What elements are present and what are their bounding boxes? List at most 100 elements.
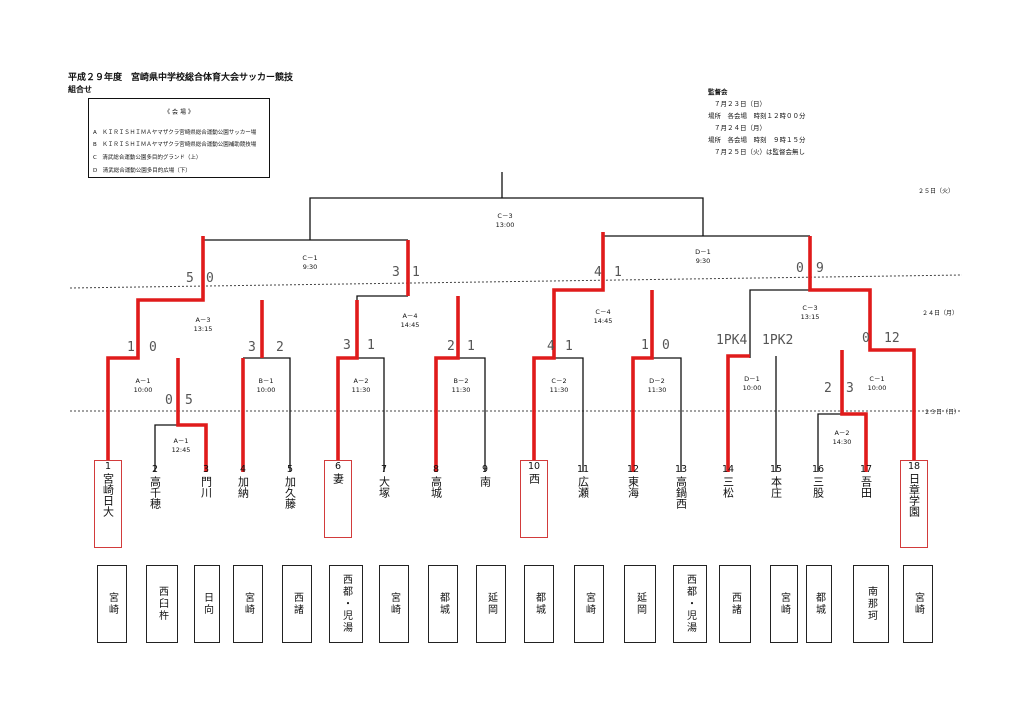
region-name: 西諸: [729, 592, 741, 616]
score-label: 1: [467, 339, 475, 354]
match-qf4: C－3 13:15: [790, 304, 830, 322]
match-time: 10:00: [133, 386, 153, 394]
meeting-line: ７月２５日（火）は監督会無し: [714, 148, 805, 156]
region-box: 宮崎: [233, 565, 263, 643]
region-box: 西臼杵: [146, 565, 178, 643]
match-code: B－2: [453, 377, 469, 385]
match-code: A－2: [353, 377, 369, 385]
match-code: C－3: [497, 212, 513, 220]
match-code: A－1: [173, 437, 189, 445]
region-name: 宮崎: [912, 592, 924, 616]
score-label: 3: [343, 338, 351, 353]
match-r2: B－1 10:00: [246, 377, 286, 395]
region-name: 宮崎: [388, 592, 400, 616]
day-label-23: ２３日（日）: [924, 409, 961, 416]
match-r8: C－1 10:00: [857, 375, 897, 393]
match-time: 11:30: [647, 386, 667, 394]
match-time: 10:00: [256, 386, 276, 394]
match-code: A－2: [834, 429, 850, 437]
bracket-black: [154, 172, 842, 472]
winner-path: [406, 240, 460, 472]
r8b-bracket: [817, 413, 842, 472]
team-number: 18: [907, 461, 921, 472]
team-number: 15: [769, 464, 783, 475]
region-name: 宮崎: [778, 592, 790, 616]
team-number: 2: [151, 464, 159, 475]
winner-path: [840, 350, 868, 472]
team-name: 日章学園: [907, 473, 921, 517]
match-code: C－4: [595, 308, 611, 316]
meeting-line: 場所 各会場 時刻１２時００分: [708, 112, 806, 120]
region-name: 南那珂: [865, 586, 877, 622]
winner-path: [726, 236, 916, 472]
score-label: 1: [565, 339, 573, 354]
region-box: 宮崎: [97, 565, 127, 643]
score-label: 1: [367, 338, 375, 353]
match-code: D－1: [744, 375, 760, 383]
match-time: 14:30: [832, 438, 852, 446]
region-box: 宮崎: [574, 565, 604, 643]
score-label: 0: [862, 331, 870, 346]
match-time: 10:00: [867, 384, 887, 392]
region-box: 都城: [806, 565, 832, 643]
winner-path: [532, 236, 605, 460]
score-label: 5: [186, 271, 194, 286]
score-label: 2: [276, 340, 284, 355]
team-number: 14: [721, 464, 735, 475]
venue-legend: 《 会 場 》 A ＫＩＲＩＳＨＩＭＡヤマザクラ宮崎県総合運動公園サッカー場 B…: [88, 98, 270, 178]
page-subtitle: 組合せ: [68, 85, 92, 94]
match-time: 14:45: [400, 321, 420, 329]
r2-bracket: [243, 357, 291, 472]
team-number: 9: [481, 464, 489, 475]
score-label: 1: [614, 265, 622, 280]
region-name: 都城: [533, 592, 545, 616]
team-name: 高鍋西: [674, 476, 688, 509]
match-r4: B－2 11:30: [441, 377, 481, 395]
winner-path: [336, 300, 359, 460]
match-time: 11:30: [451, 386, 471, 394]
region-box: 宮崎: [379, 565, 409, 643]
score-label: 4: [594, 265, 602, 280]
match-code: D－1: [695, 248, 711, 256]
team-name: 門川: [199, 476, 213, 498]
winner-path: [631, 290, 654, 472]
match-time: 14:45: [593, 317, 613, 325]
score-label: 1: [127, 340, 135, 355]
match-time: 11:30: [351, 386, 371, 394]
region-box: 延岡: [476, 565, 506, 643]
r1b-bracket: [154, 424, 178, 472]
match-qf2: A－4 14:45: [390, 312, 430, 330]
team-name: 西: [527, 473, 541, 484]
match-r5: C－2 11:30: [539, 377, 579, 395]
score-label: 3: [846, 381, 854, 396]
region-name: 西諸: [291, 592, 303, 616]
match-final: C－3 13:00: [485, 212, 525, 230]
match-code: D－2: [649, 377, 665, 385]
region-name: 日向: [201, 592, 213, 616]
match-qf3: C－4 14:45: [583, 308, 623, 326]
team-number: 5: [286, 464, 294, 475]
team-name: 三松: [721, 476, 735, 498]
match-code: C－1: [869, 375, 885, 383]
score-label: 0: [149, 340, 157, 355]
team-number: 4: [239, 464, 247, 475]
match-time: 11:30: [549, 386, 569, 394]
match-time: 9:30: [695, 257, 711, 265]
match-time: 10:00: [742, 384, 762, 392]
region-name: 都城: [437, 592, 449, 616]
region-box: 宮崎: [770, 565, 798, 643]
team-number: 10: [527, 461, 541, 472]
meeting-line: ７月２３日（日）: [714, 100, 766, 108]
